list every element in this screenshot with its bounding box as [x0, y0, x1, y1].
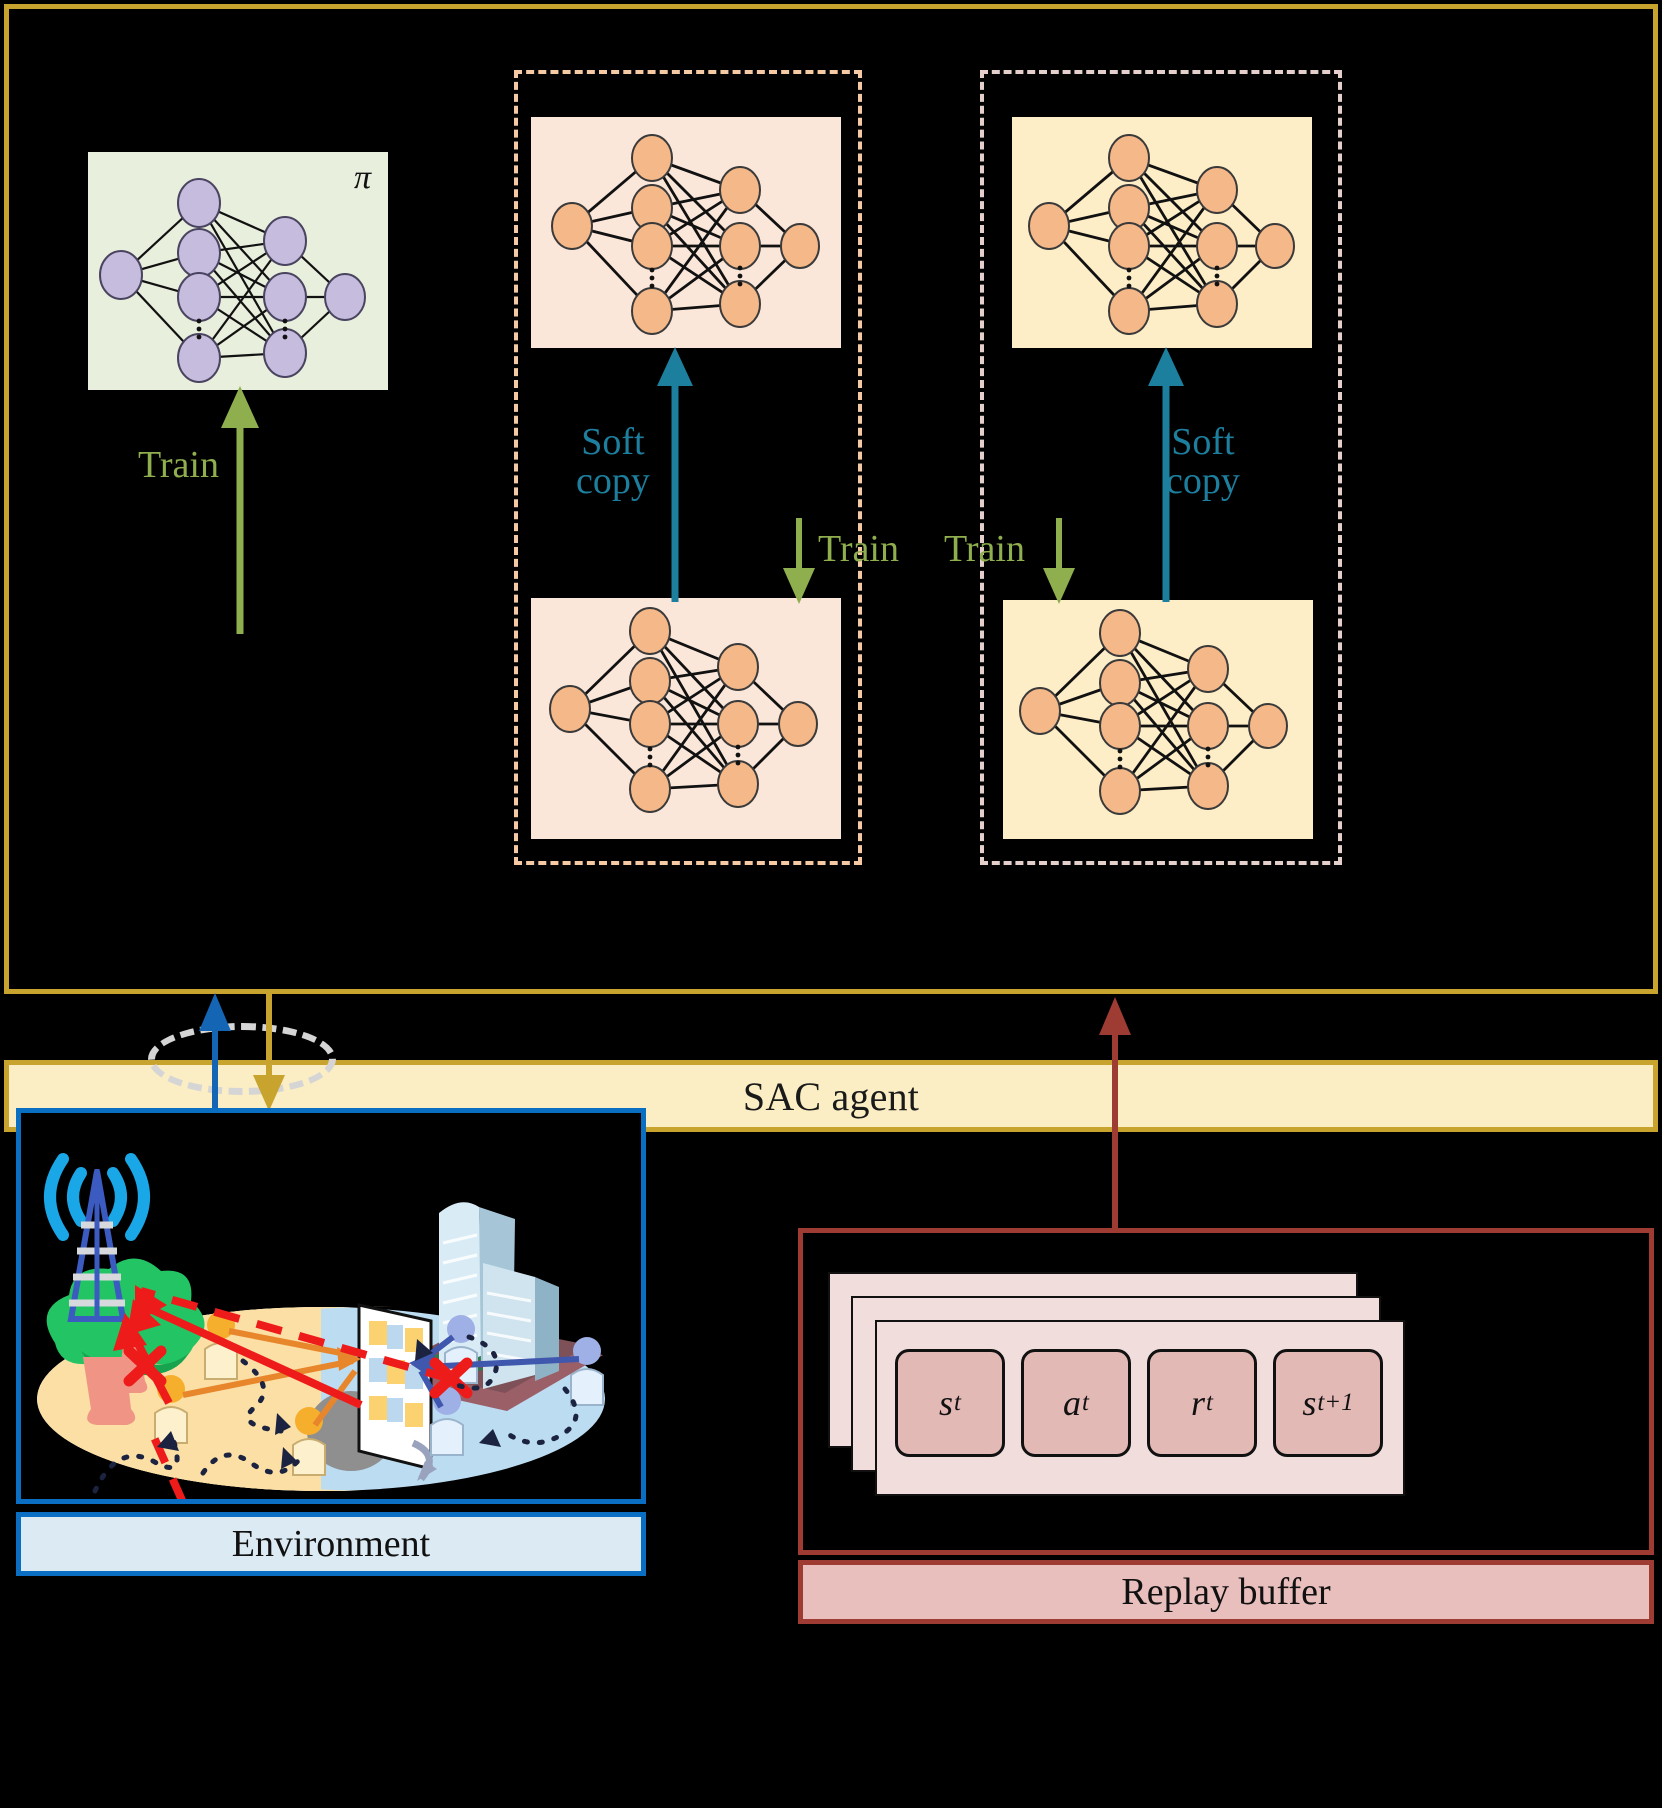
- critic-1-main-network-card: [531, 598, 841, 839]
- mobility-path: [92, 1334, 579, 1494]
- critic-2-target-network-card: [1012, 117, 1312, 348]
- cell-sub: t+1: [1317, 1389, 1354, 1416]
- critic-1-main-graph: [549, 607, 818, 813]
- critic-2-train-arrow: [1043, 518, 1075, 604]
- critic-1-soft-copy-label: Soft copy: [576, 423, 650, 501]
- state-arrow-up: [199, 993, 231, 1113]
- environment-label-bar: Environment: [16, 1512, 646, 1576]
- critic-2-target-graph: [1028, 134, 1295, 335]
- cell-tower-icon: [44, 1153, 150, 1322]
- interaction-loop-ellipse: [148, 1023, 336, 1095]
- critic-2-main-graph: [1019, 609, 1288, 815]
- environment-panel: [16, 1108, 646, 1504]
- orange-link: [182, 1328, 358, 1427]
- cell-sub: t: [1206, 1389, 1213, 1416]
- replay-buffer-title: Replay buffer: [1121, 1571, 1331, 1613]
- cell-base: s: [1302, 1383, 1317, 1423]
- policy-symbol: π: [353, 159, 371, 196]
- environment-illustration: [37, 1153, 605, 1499]
- actor-network-card: π: [88, 152, 388, 390]
- critic-1-target-graph: [551, 134, 820, 335]
- critic-1-soft-copy-arrow: [657, 347, 693, 602]
- sac-agent-title: SAC agent: [742, 1073, 920, 1119]
- critic-1-group: [514, 70, 862, 865]
- critic-1-train-arrow: [783, 518, 815, 604]
- action-arrow-down: [253, 991, 285, 1111]
- replay-buffer-label-bar: Replay buffer: [798, 1560, 1654, 1624]
- critic-1-target-network-card: [531, 117, 841, 348]
- actor-network-graph: [99, 178, 366, 383]
- critic-2-soft-copy-label: Soft copy: [1166, 423, 1240, 501]
- experience-arrow-up: [1099, 997, 1131, 1233]
- actor-train-arrow: [221, 386, 259, 634]
- cell-base: s: [939, 1383, 954, 1423]
- critic-2-group: [980, 70, 1342, 865]
- cell-sub: t: [1082, 1389, 1089, 1416]
- critic-1-train-label: Train: [818, 528, 899, 570]
- actor-train-label: Train: [138, 444, 219, 486]
- critic-2-soft-copy-arrow: [1148, 347, 1184, 602]
- cell-sub: t: [954, 1389, 961, 1416]
- environment-title: Environment: [231, 1523, 431, 1565]
- cell-base: a: [1063, 1383, 1082, 1423]
- critic-2-train-label: Train: [944, 528, 1025, 570]
- critic-2-soft-copy-line1: Soft: [1171, 421, 1235, 463]
- cell-base: r: [1191, 1383, 1206, 1423]
- critic-1-soft-copy-line1: Soft: [581, 421, 645, 463]
- critic-2-main-network-card: [1003, 600, 1313, 839]
- critic-2-soft-copy-line2: copy: [1166, 459, 1240, 502]
- critic-1-soft-copy-line2: copy: [576, 459, 650, 502]
